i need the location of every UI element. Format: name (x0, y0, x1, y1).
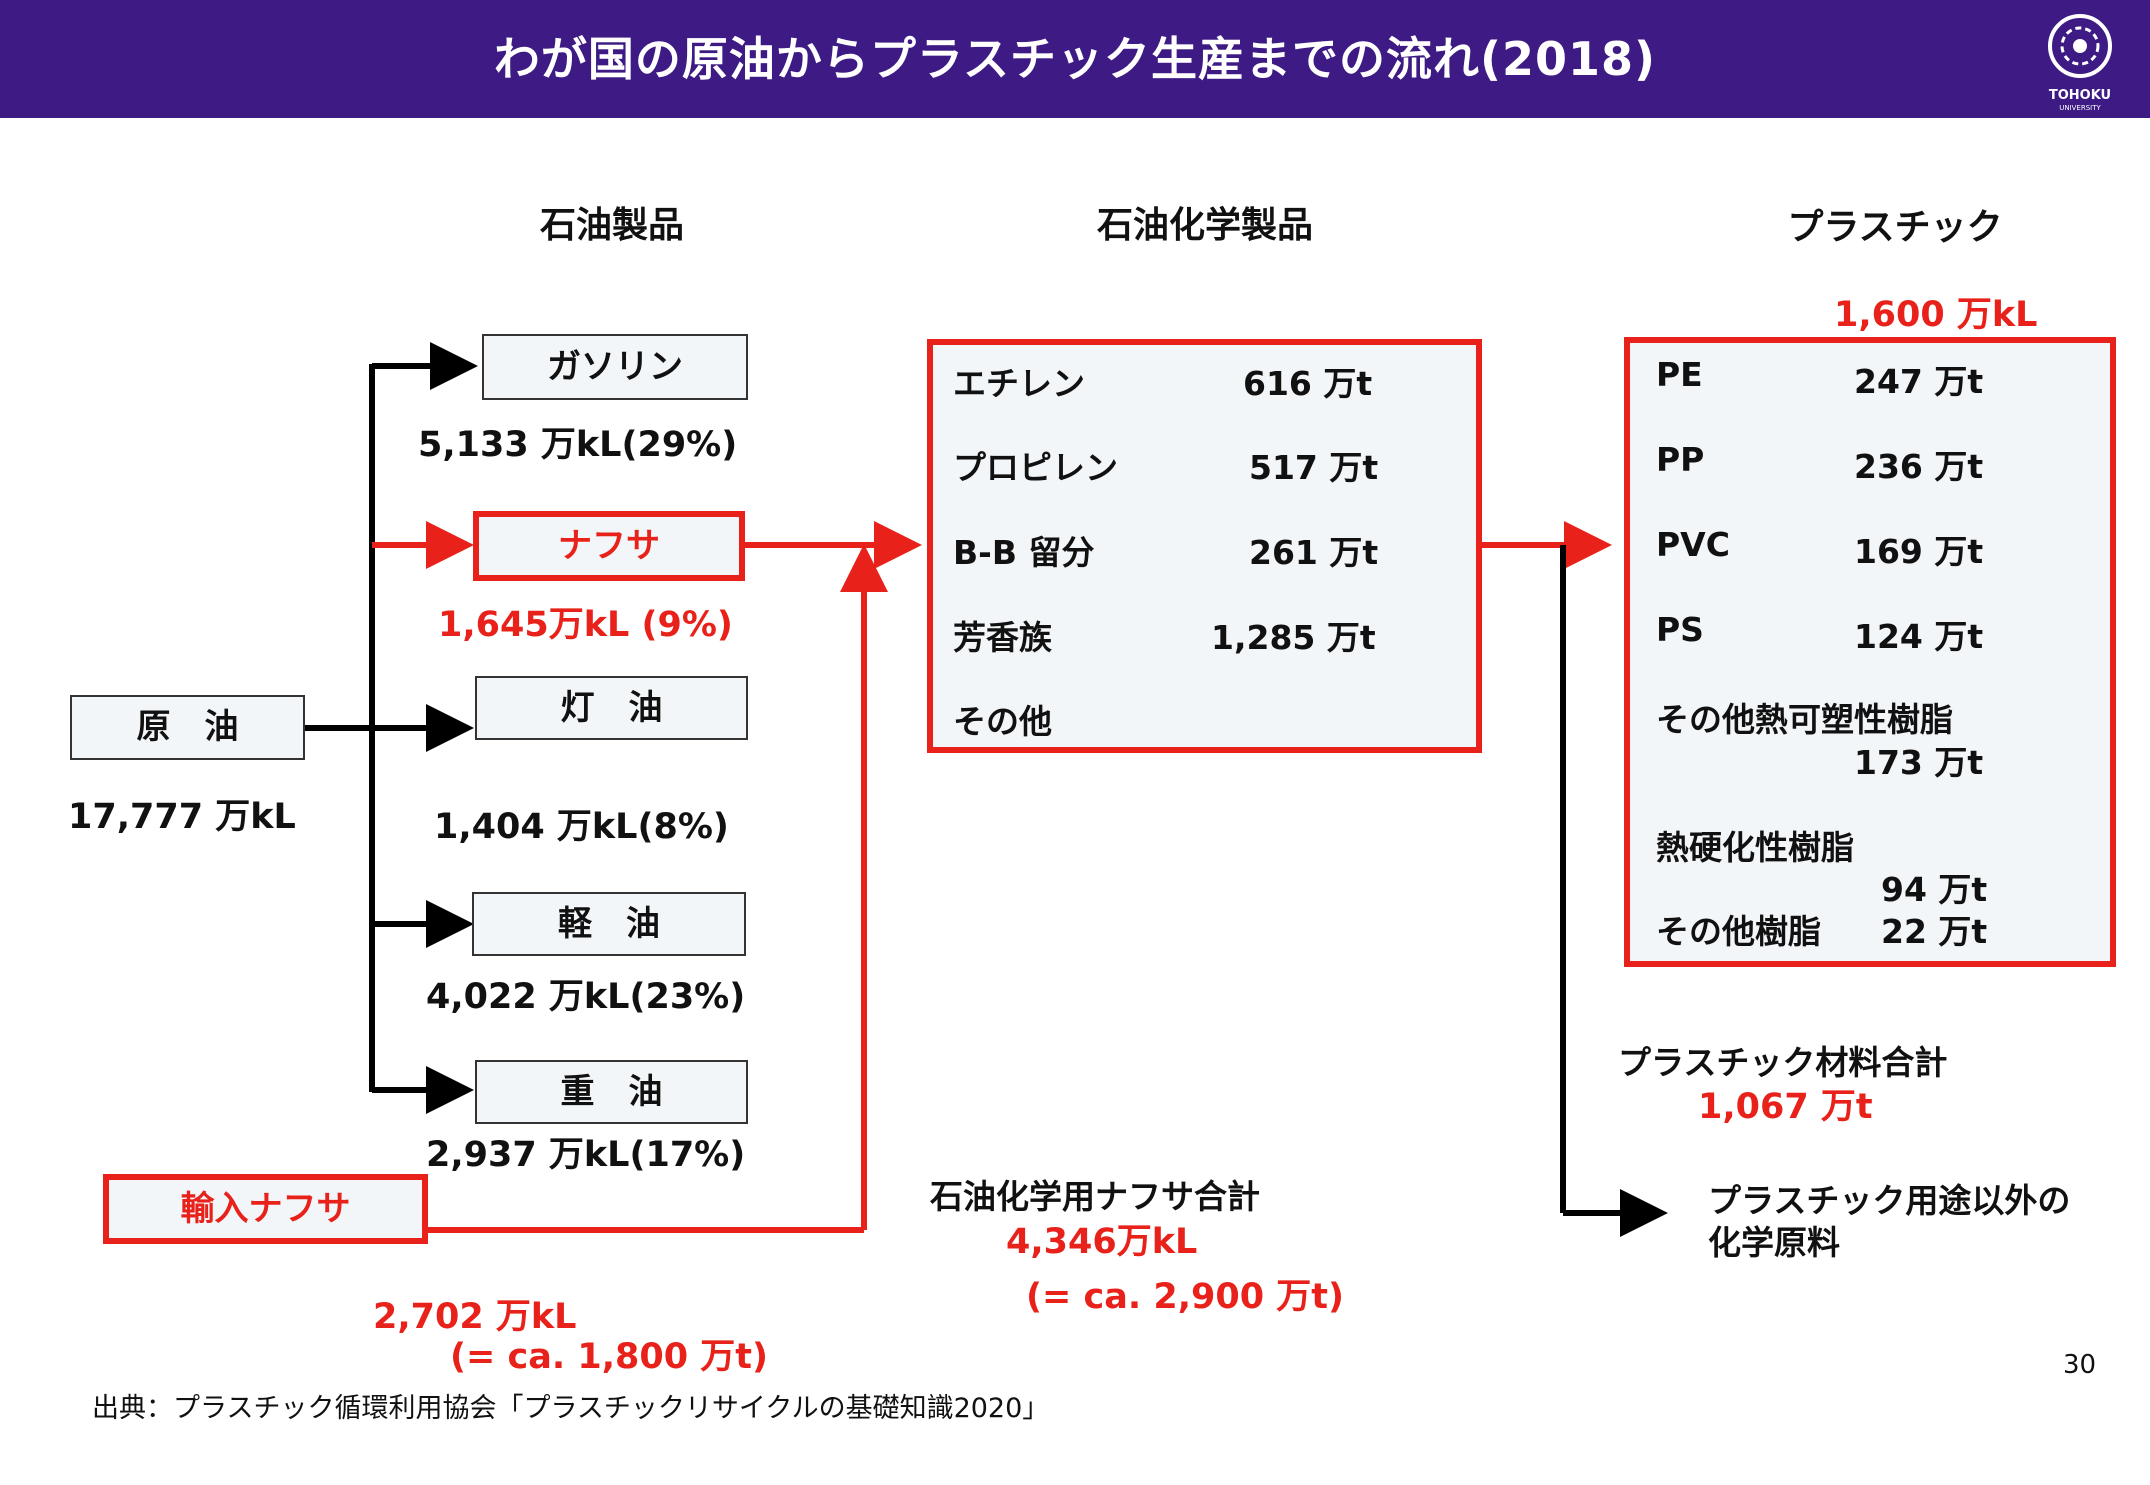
petrochemicals-box: エチレン 616 万t プロピレン 517 万t B-B 留分 261 万t 芳… (927, 339, 1482, 753)
slide-title: わが国の原油からプラスチック生産までの流れ(2018) (493, 32, 1657, 86)
diesel-amount: 4,022 万kL(23%) (426, 977, 746, 1017)
plastic-other-thermoplastic-name: その他熱可塑性樹脂 (1656, 700, 1953, 739)
naphtha-amount: 1,645万kL (9%) (438, 605, 733, 645)
plastic-pp-amount: 236 万t (1854, 447, 1984, 486)
kerosene-amount: 1,404 万kL(8%) (434, 807, 729, 847)
plastic-pvc-amount: 169 万t (1854, 532, 1984, 571)
logo-emblem-icon (2048, 14, 2112, 78)
plastic-thermoset-name: 熱硬化性樹脂 (1656, 828, 1854, 867)
non-plastic-line1: プラスチック用途以外の (1708, 1181, 2071, 1220)
petrochem-propylene-name: プロピレン (953, 448, 1118, 487)
logo-text-tohoku: TOHOKU (2048, 88, 2112, 103)
petrochem-bb-amount: 261 万t (1249, 533, 1379, 572)
petrochem-ethylene-amount: 616 万t (1243, 364, 1373, 403)
petrochem-ethylene-name: エチレン (953, 364, 1085, 403)
naphtha-total-amount: 4,346万kL (1006, 1222, 1198, 1262)
heavy-oil-amount: 2,937 万kL(17%) (426, 1135, 746, 1175)
naphtha-box: ナフサ (473, 511, 745, 581)
crude-oil-box: 原 油 (70, 695, 305, 760)
crude-oil-amount: 17,777 万kL (68, 797, 296, 837)
petrochem-bb-name: B-B 留分 (953, 533, 1095, 572)
petrochem-aromatics-amount: 1,285 万t (1211, 618, 1376, 657)
plastic-pvc-name: PVC (1656, 525, 1730, 564)
source-citation: 出典：プラスチック循環利用協会「プラスチックリサイクルの基礎知識2020」 (92, 1393, 1050, 1424)
petrochem-aromatics-name: 芳香族 (953, 618, 1052, 657)
petrochem-other-name: その他 (953, 702, 1052, 741)
heading-petroleum-products: 石油製品 (539, 205, 684, 246)
plastic-ps-amount: 124 万t (1854, 617, 1984, 656)
plastic-pe-name: PE (1656, 355, 1703, 394)
imported-naphtha-box: 輸入ナフサ (103, 1174, 428, 1244)
plastic-other-resin-amount: 22 万t (1881, 912, 1988, 951)
plastics-total-kl: 1,600 万kL (1834, 295, 2038, 335)
plastic-material-total-label: プラスチック材料合計 (1618, 1043, 1948, 1082)
university-logo: TOHOKU UNIVERSITY (2032, 8, 2128, 112)
gasoline-box: ガソリン (482, 334, 748, 400)
imported-naphtha-approx: (= ca. 1,800 万t) (450, 1337, 768, 1377)
non-plastic-line2: 化学原料 (1708, 1223, 1840, 1262)
plastic-pp-name: PP (1656, 440, 1705, 479)
logo-text-university: UNIVERSITY (2059, 104, 2101, 112)
naphtha-total-label: 石油化学用ナフサ合計 (930, 1177, 1260, 1216)
plastic-ps-name: PS (1656, 610, 1704, 649)
heavy-oil-box: 重 油 (475, 1060, 748, 1124)
plastic-thermoset-amount: 94 万t (1881, 870, 1988, 909)
diesel-box: 軽 油 (472, 892, 746, 956)
plastic-other-resin-name: その他樹脂 (1656, 912, 1821, 951)
naphtha-total-approx: (= ca. 2,900 万t) (1026, 1277, 1344, 1317)
plastic-pe-amount: 247 万t (1854, 362, 1984, 401)
heading-petrochemicals: 石油化学製品 (1096, 205, 1313, 246)
page-number: 30 (2063, 1350, 2097, 1380)
plastic-other-thermoplastic-amount: 173 万t (1854, 743, 1984, 782)
plastic-material-total-amount: 1,067 万t (1698, 1087, 1873, 1127)
petrochem-propylene-amount: 517 万t (1249, 448, 1379, 487)
header-bar (0, 0, 2150, 118)
plastics-box: PE 247 万t PP 236 万t PVC 169 万t PS 124 万t… (1624, 337, 2116, 967)
heading-plastics: プラスチック (1787, 207, 2003, 248)
kerosene-box: 灯 油 (475, 676, 748, 740)
gasoline-amount: 5,133 万kL(29%) (418, 425, 738, 465)
imported-naphtha-amount: 2,702 万kL (373, 1297, 577, 1337)
